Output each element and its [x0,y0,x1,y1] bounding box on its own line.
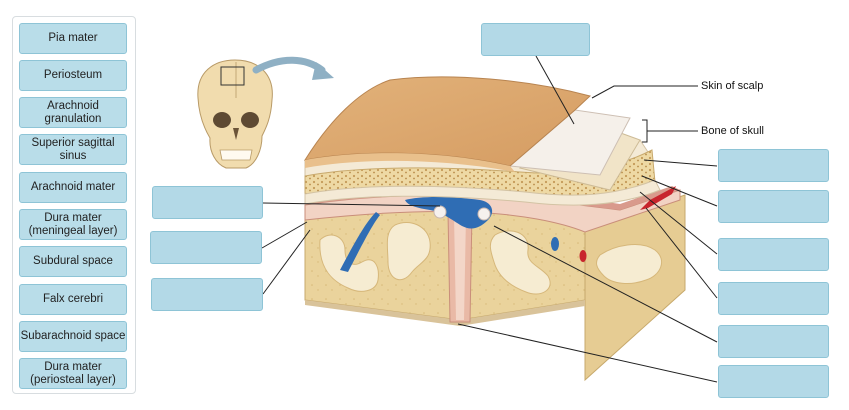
leader-lines [261,55,718,383]
drop-zone-6[interactable] [718,190,829,223]
drop-zone-4[interactable] [151,278,263,311]
term-periosteum[interactable]: Periosteum [19,60,127,91]
term-arachnoid-granulation[interactable]: Arachnoid granulation [19,97,127,128]
drop-zone-1[interactable] [481,23,590,56]
drop-zone-9[interactable] [718,325,829,358]
scalp-layers [303,76,641,191]
label-bone-of-skull: Bone of skull [701,125,764,137]
term-arachnoid-mater[interactable]: Arachnoid mater [19,172,127,203]
drop-zone-8[interactable] [718,282,829,315]
zoom-arrow [252,56,326,74]
brain-block [304,194,686,382]
skull-thumbnail [197,59,273,169]
drop-zone-7[interactable] [718,238,829,271]
drop-zone-5[interactable] [718,149,829,182]
label-skin-of-scalp: Skin of scalp [701,80,764,92]
term-dura-mater-periosteal[interactable]: Dura mater (periosteal layer) [19,358,127,389]
term-pia-mater[interactable]: Pia mater [19,23,127,54]
term-subdural-space[interactable]: Subdural space [19,246,127,277]
term-dura-mater-meningeal[interactable]: Dura mater (meningeal layer) [19,209,127,240]
term-superior-sagittal-sinus[interactable]: Superior sagittal sinus [19,134,127,165]
term-falx-cerebri[interactable]: Falx cerebri [19,284,127,315]
zoom-arrow-head [312,62,334,80]
drop-zone-10[interactable] [718,365,829,398]
word-bank: Pia mater Periosteum Arachnoid granulati… [12,16,136,394]
drop-zone-3[interactable] [150,231,262,264]
drop-zone-2[interactable] [152,186,263,219]
term-subarachnoid-space[interactable]: Subarachnoid space [19,321,127,352]
